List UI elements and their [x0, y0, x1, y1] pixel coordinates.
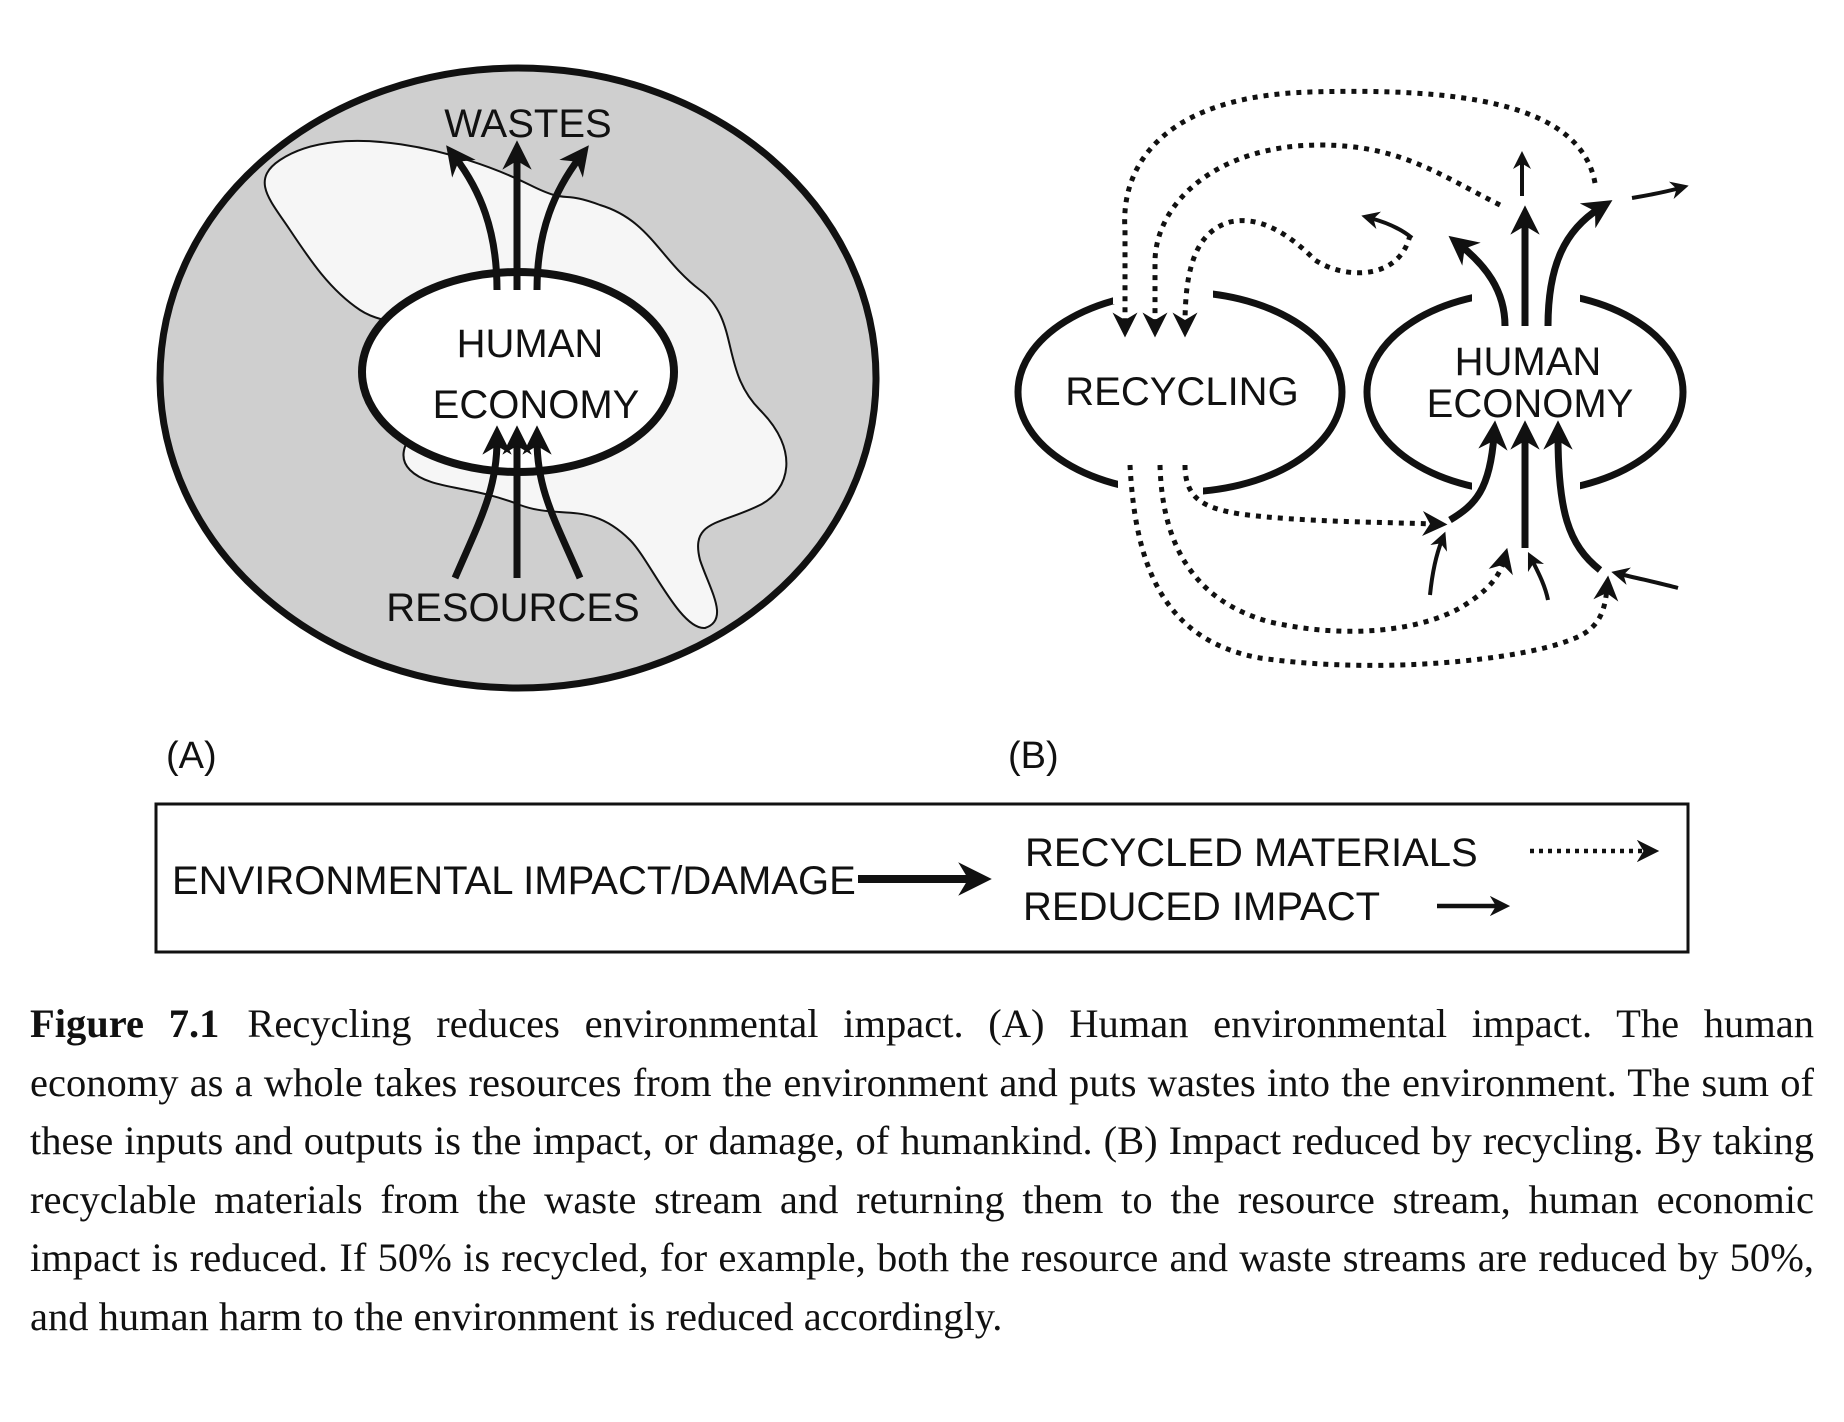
figure-diagram: WASTES HUMAN ECONOMY RESOURCES (A) — [154, 64, 1690, 954]
resource-arrow-left — [451, 425, 512, 580]
resources-label: RESOURCES — [386, 586, 639, 630]
legend-box: ENVIRONMENTAL IMPACT/DAMAGE RECYCLED MAT… — [154, 802, 1690, 954]
recycled-loop-bottom-outer — [1127, 464, 1619, 668]
wastes-arrows — [446, 140, 589, 291]
legend-reduced-label: REDUCED IMPACT — [1023, 885, 1380, 929]
impact-arrow-in-left — [1448, 420, 1508, 524]
resources-arrows — [451, 425, 584, 580]
recycled-loops-top — [1112, 88, 1598, 338]
recycled-loop-bottom-middle — [1157, 464, 1513, 634]
legend-impact-label: ENVIRONMENTAL IMPACT/DAMAGE — [172, 859, 856, 903]
economy-label-b-line2: ECONOMY — [1427, 382, 1634, 426]
economy-label-a-line1: HUMAN — [457, 322, 604, 366]
caption-text: Recycling reduces environmental impact. … — [30, 1001, 1814, 1339]
panel-b-label: (B) — [1008, 735, 1059, 777]
economy-label-b-line1: HUMAN — [1455, 340, 1602, 384]
panel-a-label: (A) — [166, 735, 217, 777]
recycled-loop-top-inner — [1172, 218, 1413, 338]
reduced-arrow-bottom-center — [1527, 551, 1550, 601]
impact-arrows-b — [1448, 200, 1613, 573]
panel-a: WASTES HUMAN ECONOMY RESOURCES (A) — [156, 64, 880, 777]
recycling-label: RECYCLING — [1065, 370, 1298, 414]
economy-label-a-line2: ECONOMY — [433, 383, 640, 427]
impact-arrow-out-left — [1448, 235, 1509, 327]
reduced-arrow-top-right — [1631, 181, 1689, 200]
impact-arrow-in-right — [1543, 420, 1603, 573]
legend-recycled-label: RECYCLED MATERIALS — [1025, 831, 1478, 875]
impact-arrow-out-right — [1544, 200, 1613, 327]
resource-arrow-right — [522, 425, 584, 580]
recycled-loop-top-outer — [1112, 88, 1598, 338]
waste-arrow-left — [446, 145, 501, 291]
reduced-arrow-bottom-right — [1611, 567, 1679, 590]
reduced-impact-arrows — [1361, 151, 1689, 601]
recycled-loops-bottom — [1127, 464, 1619, 668]
reduced-arrow-bottom-left — [1428, 531, 1448, 596]
wastes-label: WASTES — [444, 102, 611, 146]
figure-label: Figure 7.1 — [30, 1001, 220, 1046]
waste-arrow-right — [533, 145, 589, 291]
reduced-arrow-top-left — [1361, 211, 1414, 240]
panel-b: RECYCLING HUMAN ECONOMY (B) — [1008, 88, 1689, 777]
